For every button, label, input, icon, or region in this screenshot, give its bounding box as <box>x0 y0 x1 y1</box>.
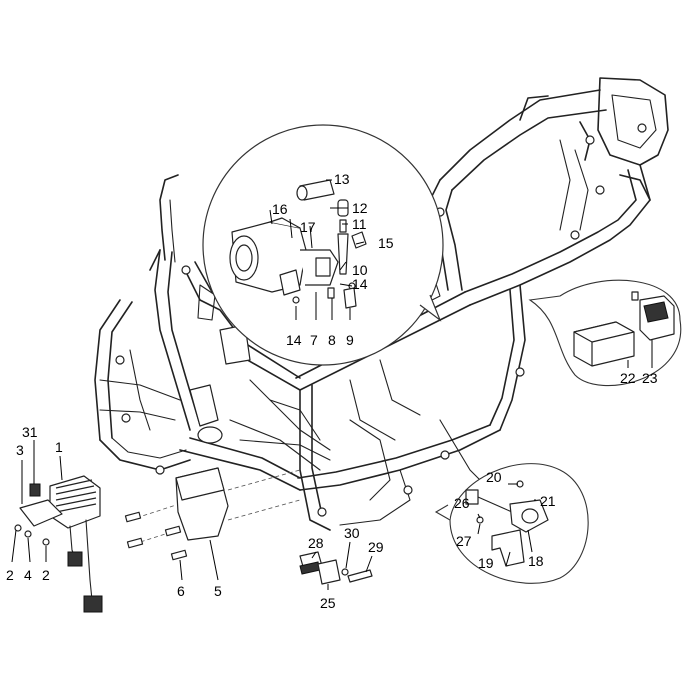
ecu-bracket <box>124 467 301 561</box>
callout-10: 10 <box>352 262 368 278</box>
callout-31: 31 <box>22 424 38 440</box>
callout-labels: 13 16 17 12 11 15 10 14 14 7 8 9 22 23 2… <box>6 171 658 611</box>
regulator-assembly <box>14 475 103 613</box>
callout-14-left: 14 <box>286 332 302 348</box>
callout-28: 28 <box>308 535 324 551</box>
callout-27: 27 <box>456 533 472 549</box>
callout-25: 25 <box>320 595 336 611</box>
bottom-clip-assembly <box>299 551 373 585</box>
callout-2-right: 2 <box>42 567 50 583</box>
callout-7: 7 <box>310 332 318 348</box>
throttle-body-detail-bubble <box>202 124 444 366</box>
callout-8: 8 <box>328 332 336 348</box>
callout-29: 29 <box>368 539 384 555</box>
callout-21: 21 <box>540 493 556 509</box>
leader-lines <box>11 179 653 590</box>
callout-20: 20 <box>486 469 502 485</box>
callout-22: 22 <box>620 370 636 386</box>
callout-30: 30 <box>344 525 360 541</box>
callout-6: 6 <box>177 583 185 599</box>
callout-19: 19 <box>478 555 494 571</box>
callout-14-right: 14 <box>352 276 368 292</box>
sensor-detail-bubble <box>434 463 589 584</box>
callout-4: 4 <box>24 567 32 583</box>
callout-17: 17 <box>300 219 316 235</box>
callout-9: 9 <box>346 332 354 348</box>
relay-detail-bubble <box>528 279 682 387</box>
callout-3: 3 <box>16 442 24 458</box>
scooter-frame <box>94 77 669 531</box>
callout-1: 1 <box>55 439 63 455</box>
callout-15: 15 <box>378 235 394 251</box>
callout-16: 16 <box>272 201 288 217</box>
callout-5: 5 <box>214 583 222 599</box>
callout-18: 18 <box>528 553 544 569</box>
callout-26: 26 <box>454 495 470 511</box>
callout-11: 11 <box>352 216 367 232</box>
callout-2-left: 2 <box>6 567 14 583</box>
callout-12: 12 <box>352 200 368 216</box>
callout-13: 13 <box>334 171 350 187</box>
callout-23: 23 <box>642 370 658 386</box>
